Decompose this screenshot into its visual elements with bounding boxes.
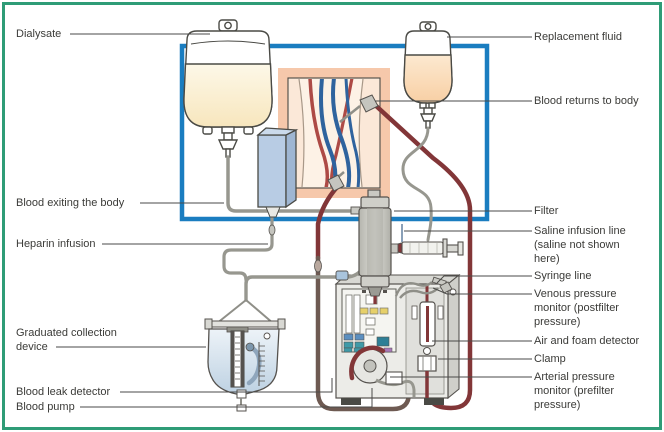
- label-dialysate: Dialysate: [16, 28, 62, 40]
- blood-pump-roller: [349, 345, 388, 384]
- label-clamp: Clamp: [534, 353, 566, 365]
- roller-clamp: [335, 270, 349, 281]
- dialysis-machine: [334, 273, 461, 405]
- patient-frame: [179, 43, 490, 222]
- replacement-fluid-bag: [403, 21, 453, 129]
- vascular-access-illustration: [278, 68, 390, 198]
- replacement-tubing: [401, 126, 433, 242]
- leader-lines: [56, 33, 532, 408]
- graduated-collection-device: [204, 299, 286, 412]
- line-clamp: [417, 355, 437, 398]
- label-replacement: Replacement fluid: [534, 31, 623, 43]
- label-pump: Blood pump: [16, 401, 75, 413]
- syringe: [393, 238, 464, 258]
- filter: [350, 189, 399, 304]
- label-collection: Graduated collection device: [16, 327, 117, 353]
- blood-leak-detector: [385, 371, 403, 385]
- label-air-foam: Air and foam detector: [534, 335, 640, 347]
- dialysate-bag: [183, 19, 273, 158]
- access-catheter-hub: [327, 174, 345, 192]
- label-syringe: Syringe line: [534, 270, 592, 282]
- air-foam-detector-chamber: [411, 284, 444, 355]
- arterial-blood-line: [314, 171, 412, 412]
- label-venous: Venous pressure monitor (postfilter pres…: [534, 288, 619, 328]
- control-panel: [341, 288, 397, 353]
- venous-pressure-monitor: [394, 276, 457, 299]
- artery-line: [308, 79, 330, 187]
- label-heparin: Heparin infusion: [16, 238, 96, 250]
- heparin-syringe-pump: [222, 127, 299, 282]
- dialysate-tubing: [226, 155, 354, 213]
- label-leak: Blood leak detector: [16, 386, 111, 398]
- return-catheter-hub: [359, 94, 379, 113]
- label-blood-exiting: Blood exiting the body: [16, 197, 125, 209]
- label-saline: Saline infusion line (saline not shown h…: [534, 225, 626, 265]
- label-arterial: Arterial pressure monitor (prefilter pre…: [534, 371, 615, 411]
- label-filter: Filter: [534, 205, 559, 217]
- label-returns: Blood returns to body: [534, 95, 639, 107]
